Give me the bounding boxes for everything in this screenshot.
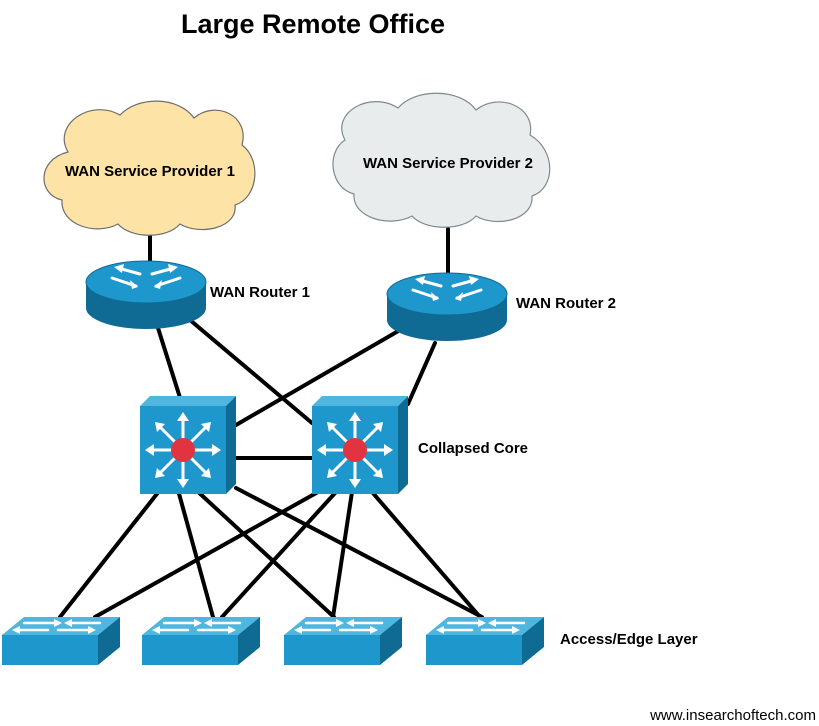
link-core2-access2 xyxy=(220,490,338,619)
collapsed-core-label: Collapsed Core xyxy=(418,440,528,457)
link-core2-access4 xyxy=(370,490,482,619)
link-router2-core1 xyxy=(234,328,402,427)
link-core1-access2 xyxy=(176,488,215,619)
links xyxy=(58,227,484,619)
wan-provider-1-cloud: WAN Service Provider 1 xyxy=(43,100,256,236)
wan-provider-1-label: WAN Service Provider 1 xyxy=(65,163,235,180)
access-edge-label: Access/Edge Layer xyxy=(560,631,698,648)
access-switch-3 xyxy=(282,615,404,667)
link-router1-core2 xyxy=(188,318,314,425)
link-core1-access4 xyxy=(234,486,484,619)
wan-router-2: WAN Router 2 xyxy=(386,272,616,341)
core-switch-1 xyxy=(138,394,238,496)
diagram-title: Large Remote Office xyxy=(181,9,445,39)
wan-provider-2-cloud: WAN Service Provider 2 xyxy=(332,92,551,228)
wan-router-1: WAN Router 1 xyxy=(85,260,310,329)
access-switch-1 xyxy=(0,615,122,667)
site-credit: www.insearchoftech.com xyxy=(649,707,816,724)
link-core2-access1 xyxy=(93,490,320,619)
access-switch-4 xyxy=(424,615,546,667)
wan-router-2-label: WAN Router 2 xyxy=(516,295,616,312)
wan-provider-2-label: WAN Service Provider 2 xyxy=(363,155,533,172)
link-router2-core2 xyxy=(406,341,437,406)
core-switch-2 xyxy=(310,394,410,496)
link-router1-core1 xyxy=(156,326,184,406)
link-core1-access1 xyxy=(58,488,162,619)
access-switch-2 xyxy=(140,615,262,667)
link-core2-access3 xyxy=(331,490,354,619)
link-core1-access3 xyxy=(194,488,336,619)
wan-router-1-label: WAN Router 1 xyxy=(210,284,310,301)
